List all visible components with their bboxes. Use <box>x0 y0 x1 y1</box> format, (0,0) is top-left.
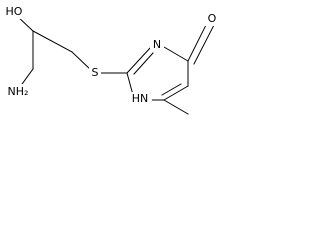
sulfur-label: S <box>92 66 99 79</box>
hydroxyl-label: HO <box>6 5 23 18</box>
bond-c4-to-o-b <box>193 24 215 65</box>
molecule-diagram: HO S N HN NH₂ O <box>2 5 219 115</box>
ring-nitrogen-top-label: N <box>153 38 161 51</box>
structure-canvas: HO S N HN NH₂ O <box>0 0 226 150</box>
amino-label-bg <box>3 84 33 99</box>
amino-label: NH₂ <box>8 85 29 98</box>
bond-c2-to-n-top-single <box>126 46 152 74</box>
bond-c5-to-c6-single <box>163 85 189 101</box>
hydroxyl-label-bg <box>2 5 27 19</box>
carbonyl-oxygen-label: O <box>208 12 217 25</box>
bond-c4-to-o-a <box>187 22 208 62</box>
bond-c6-to-methyl <box>163 99 189 115</box>
ring-nh-label: HN <box>132 92 149 105</box>
bond-thiomethylene-to-s <box>71 51 92 71</box>
atom-label-layer: HO S N HN NH₂ O <box>2 5 219 106</box>
carbonyl-oxygen-label-bg <box>205 12 219 26</box>
bond-n-top-to-c4 <box>163 46 189 62</box>
sulfur-label-bg <box>89 66 101 80</box>
ring-nh-label-bg <box>129 92 152 106</box>
ring-nitrogen-top-label-bg <box>150 38 164 52</box>
bond-hn-to-c2 <box>126 72 134 96</box>
bond-c2-to-n-top-double <box>133 52 154 75</box>
bond-layer <box>15 14 215 115</box>
bond-central-to-thiomethylene <box>32 30 73 53</box>
bond-c5-to-c6-double <box>161 83 182 96</box>
